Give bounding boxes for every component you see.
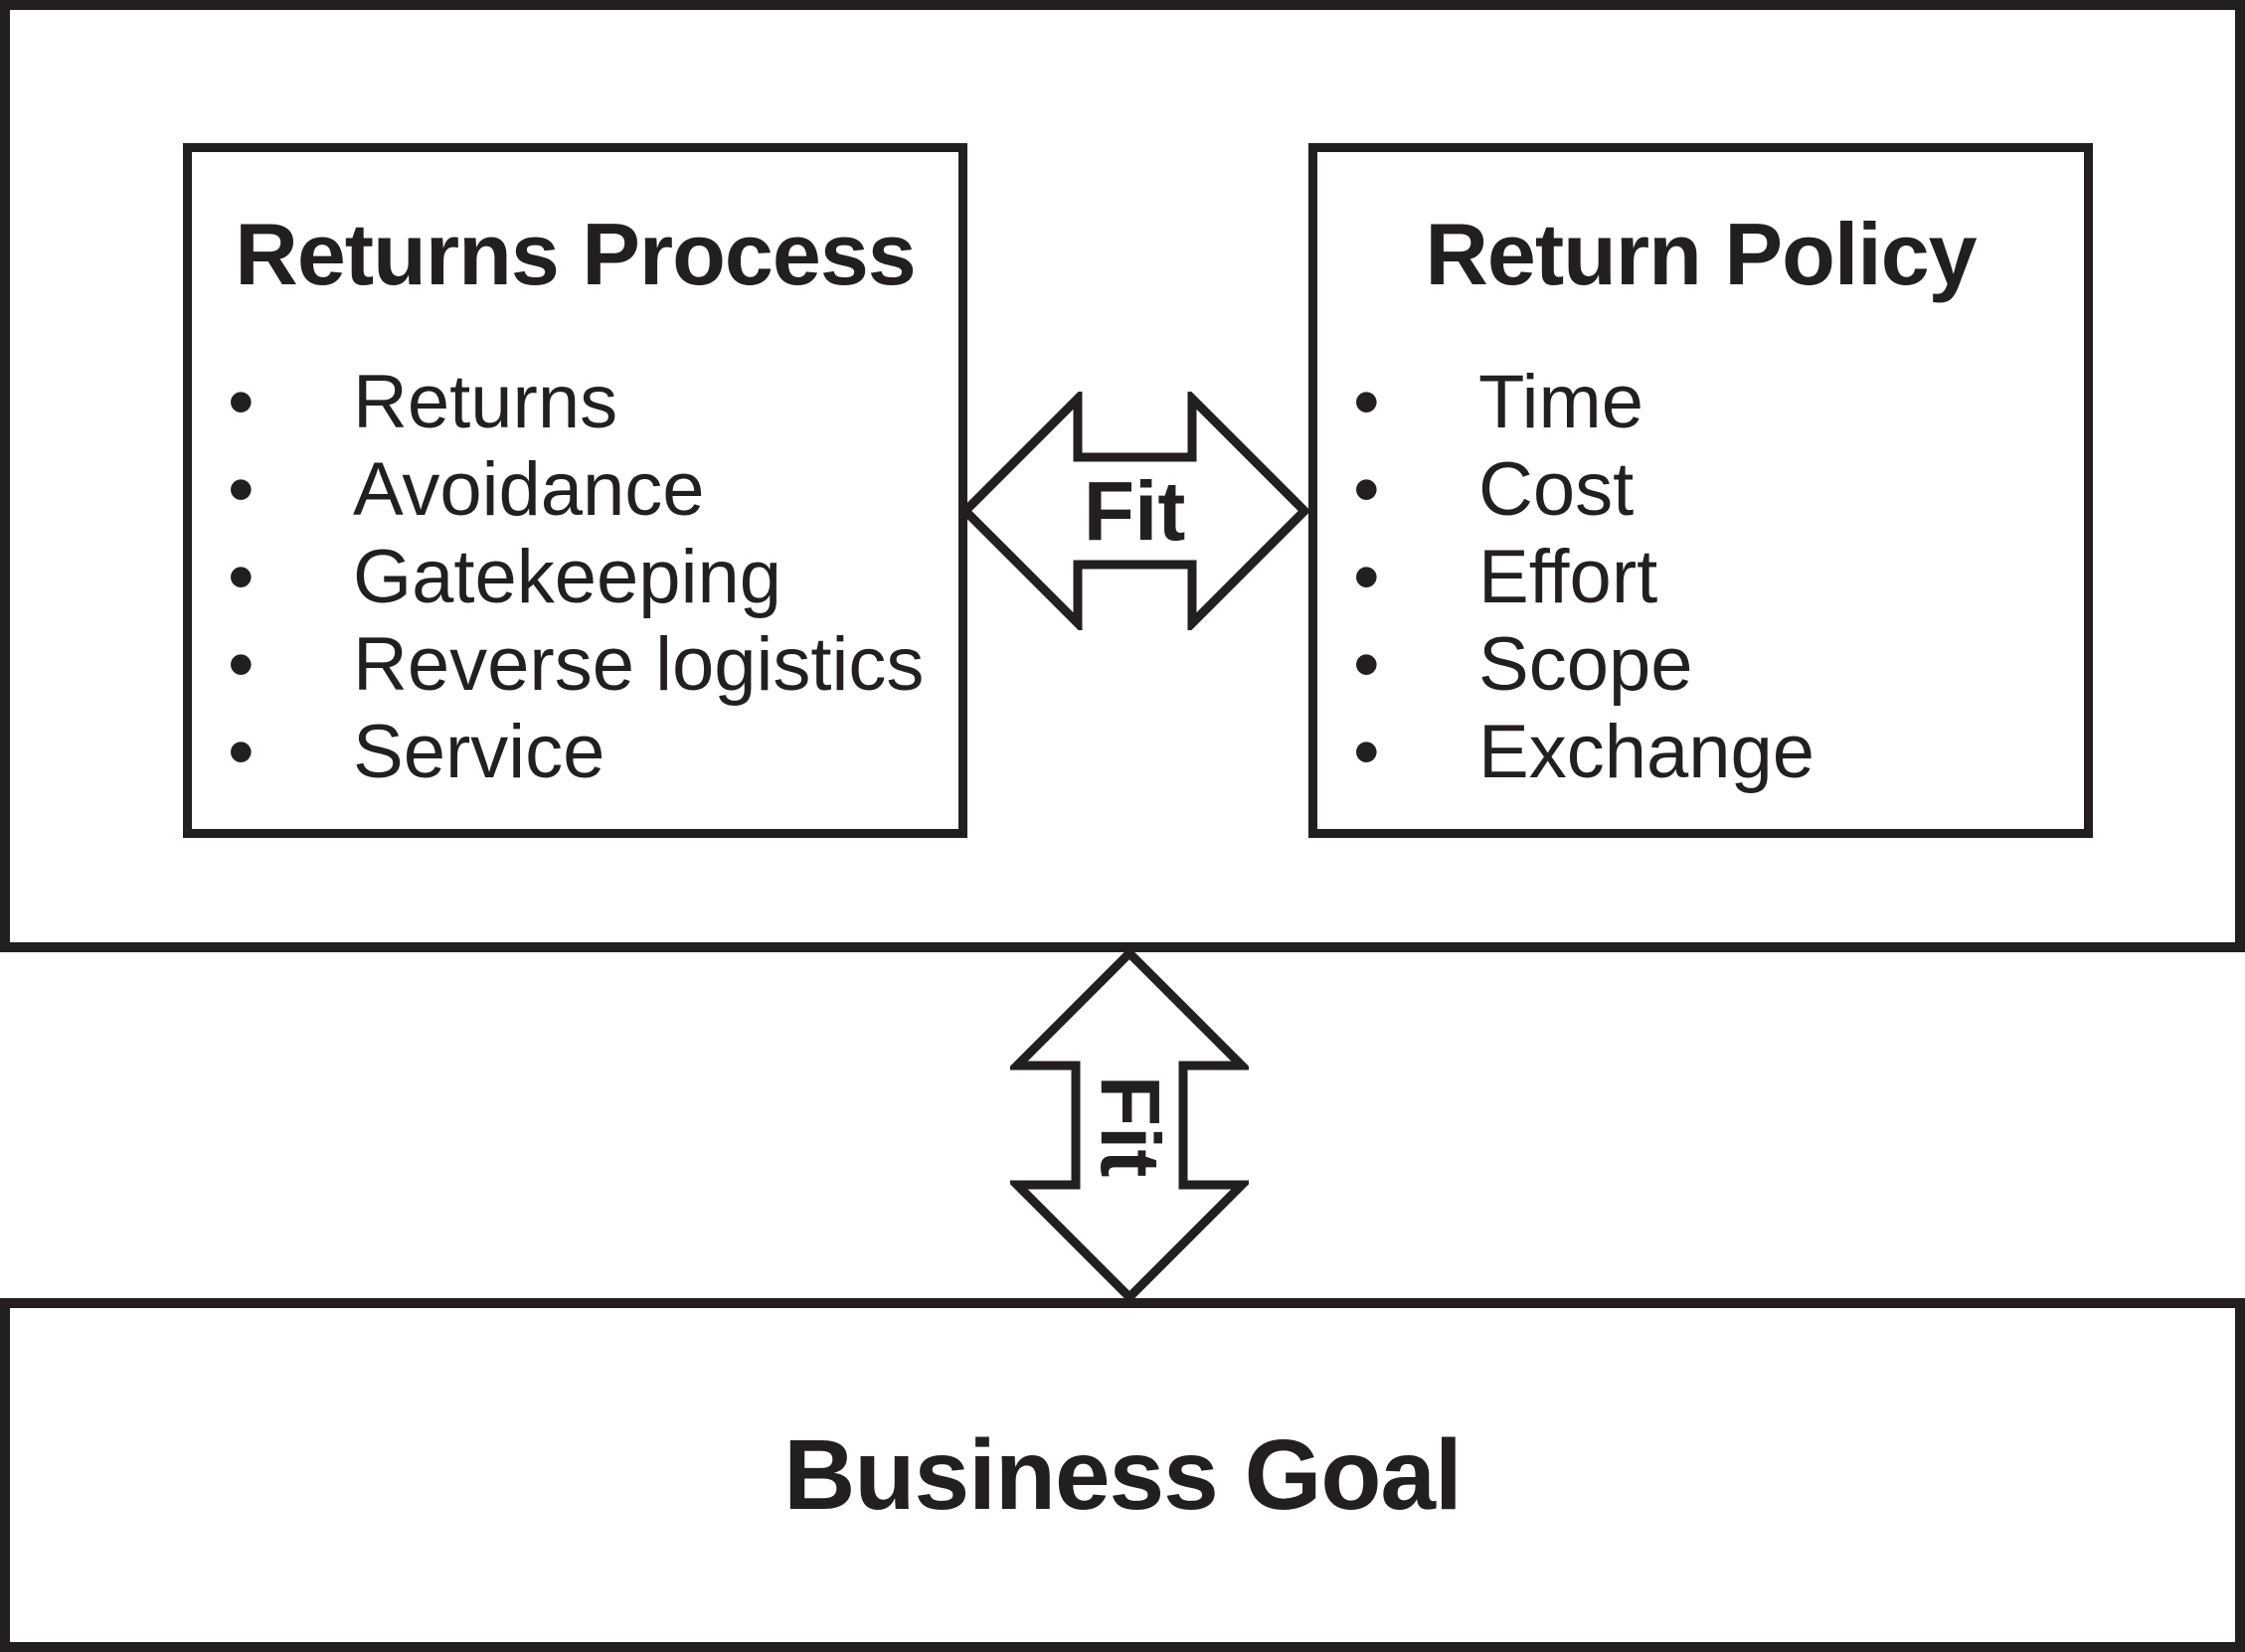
list-item: • Gatekeeping <box>192 534 958 621</box>
list-item: • Avoidance <box>192 446 958 534</box>
list-item-label: Reverse logistics <box>353 622 925 707</box>
bullet-icon: • <box>228 360 255 444</box>
bullet-icon: • <box>1353 535 1380 619</box>
fit-label-horizontal: Fit <box>1083 464 1186 559</box>
bullet-icon: • <box>228 710 255 794</box>
list-item: • Exchange <box>1317 709 2084 796</box>
list-item-label: Exchange <box>1478 710 1815 794</box>
list-item-label: Cost <box>1478 447 1635 532</box>
business-goal-box: Business Goal <box>0 1298 2245 1652</box>
list-item-label: Gatekeeping <box>353 535 781 619</box>
fit-double-arrow-horizontal-icon <box>961 392 1308 630</box>
list-item-label: Avoidance <box>353 447 705 532</box>
bullet-icon: • <box>1353 447 1380 532</box>
process-policy-container: Returns Process • Returns • Avoidance • … <box>0 0 2245 952</box>
bullet-icon: • <box>1353 710 1380 794</box>
list-item: • Effort <box>1317 534 2084 621</box>
list-item: • Scope <box>1317 621 2084 709</box>
returns-process-box: Returns Process • Returns • Avoidance • … <box>183 143 967 838</box>
list-item-label: Time <box>1478 360 1644 444</box>
list-item: • Service <box>192 709 958 796</box>
bullet-icon: • <box>1353 622 1380 707</box>
list-item-label: Scope <box>1478 622 1693 707</box>
list-item-label: Effort <box>1478 535 1658 619</box>
bullet-icon: • <box>228 535 255 619</box>
list-item: • Cost <box>1317 446 2084 534</box>
returns-process-title: Returns Process <box>235 205 916 303</box>
business-goal-title: Business Goal <box>783 1418 1463 1531</box>
bullet-icon: • <box>228 447 255 532</box>
returns-process-list: • Returns • Avoidance • Gatekeeping • Re… <box>192 359 958 796</box>
list-item-label: Service <box>353 710 605 794</box>
list-item: • Time <box>1317 359 2084 446</box>
fit-label-vertical: Fit <box>1083 1074 1177 1178</box>
fit-double-arrow-vertical-icon <box>1010 950 1249 1300</box>
bullet-icon: • <box>1353 360 1380 444</box>
bullet-icon: • <box>228 622 255 707</box>
return-policy-list: • Time • Cost • Effort • Scope • Excha <box>1317 359 2084 796</box>
list-item: • Reverse logistics <box>192 621 958 709</box>
return-policy-box: Return Policy • Time • Cost • Effort • S… <box>1308 143 2093 838</box>
list-item-label: Returns <box>353 360 618 444</box>
list-item: • Returns <box>192 359 958 446</box>
return-policy-title: Return Policy <box>1425 205 1977 303</box>
